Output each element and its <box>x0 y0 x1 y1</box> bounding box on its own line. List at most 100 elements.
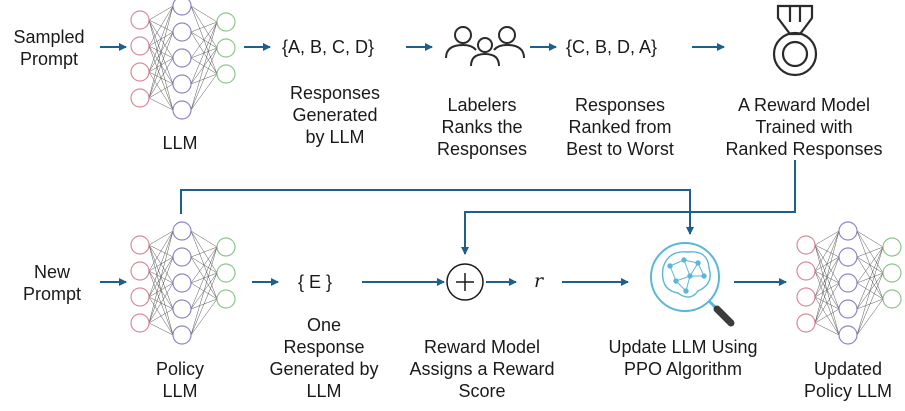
network-node <box>216 289 236 309</box>
network-edge <box>814 256 840 324</box>
network-node <box>216 12 236 32</box>
responses-generated-caption: Responses Generated by LLM <box>289 83 381 147</box>
network-edge <box>856 298 884 336</box>
network-edge <box>148 308 174 324</box>
network-node <box>172 48 192 68</box>
network-node <box>172 221 192 241</box>
network-edge <box>814 230 840 324</box>
network-node <box>838 273 858 293</box>
network-edge <box>148 282 174 324</box>
network-edge <box>148 83 174 99</box>
network-edge <box>190 21 218 85</box>
arrow-reward-model-to-sum <box>461 160 796 255</box>
network-edge <box>856 246 884 284</box>
reward-symbol: r <box>534 270 544 292</box>
network-node <box>838 247 858 267</box>
network-edge <box>190 246 218 310</box>
network-node <box>172 273 192 293</box>
network-edge <box>148 5 174 47</box>
network-node <box>172 247 192 267</box>
llm-network-icon <box>130 0 236 120</box>
network-node <box>130 287 150 307</box>
network-edge <box>148 230 174 246</box>
network-node <box>796 287 816 307</box>
network-edge <box>814 308 840 324</box>
network-node <box>130 10 150 30</box>
policy-llm-label: Policy LLM <box>155 359 204 401</box>
network-edge <box>190 246 218 284</box>
responses-set: {A, B, C, D} <box>282 37 375 57</box>
sampled-prompt-label: Sampled Prompt <box>13 27 85 69</box>
network-edge <box>190 21 218 59</box>
network-edge <box>148 256 174 324</box>
network-edge <box>814 230 840 272</box>
ppo-caption: Update LLM Using PPO Algorithm <box>608 337 758 379</box>
network-edge <box>148 5 174 21</box>
network-edge <box>148 230 174 272</box>
network-edge <box>148 31 174 99</box>
network-edge <box>190 246 218 336</box>
network-node <box>172 22 192 42</box>
network-edge <box>190 298 218 336</box>
network-edge <box>190 21 218 33</box>
network-node <box>838 299 858 319</box>
network-edge <box>190 21 218 111</box>
network-edge <box>856 272 884 336</box>
network-edge <box>856 230 884 248</box>
network-node <box>216 263 236 283</box>
medal-icon <box>772 4 818 77</box>
network-node <box>882 237 902 257</box>
ranked-set: {C, B, D, A} <box>566 37 658 57</box>
network-edge <box>856 246 884 310</box>
reward-model-caption: A Reward Model Trained with Ranked Respo… <box>725 95 883 159</box>
network-edge <box>190 47 218 111</box>
network-node <box>130 235 150 255</box>
network-edge <box>814 230 840 298</box>
updated-policy-llm-network-icon <box>796 221 902 345</box>
network-node <box>216 64 236 84</box>
one-response-caption: One Response Generated by LLM <box>269 315 379 401</box>
network-edge <box>148 5 174 73</box>
network-node <box>796 235 816 255</box>
network-edge <box>148 230 174 298</box>
network-node <box>130 261 150 281</box>
network-edge <box>148 57 174 99</box>
network-edge <box>148 322 174 336</box>
network-edge <box>190 5 218 23</box>
response-set: { E } <box>298 272 333 292</box>
network-node <box>796 261 816 281</box>
network-edge <box>148 230 174 324</box>
llm-label: LLM <box>162 133 198 153</box>
network-node <box>130 62 150 82</box>
updated-policy-caption: Updated Policy LLM <box>803 359 893 401</box>
network-node <box>216 38 236 58</box>
network-node <box>130 36 150 56</box>
network-edge <box>856 246 884 258</box>
network-node <box>838 325 858 345</box>
network-edge <box>814 322 840 336</box>
network-edge <box>814 230 840 246</box>
network-node <box>882 289 902 309</box>
magnifier-brain-network-icon <box>650 242 735 327</box>
network-edge <box>190 230 218 248</box>
network-node <box>172 100 192 120</box>
reward-score-caption: Reward Model Assigns a Reward Score <box>409 337 555 401</box>
network-node <box>172 299 192 319</box>
ranked-caption: Responses Ranked from Best to Worst <box>566 95 674 159</box>
network-node <box>172 325 192 345</box>
network-node <box>172 74 192 94</box>
network-node <box>796 313 816 333</box>
network-node <box>130 313 150 333</box>
new-prompt-label: New Prompt <box>22 262 82 304</box>
network-edge <box>190 272 218 336</box>
row2-arrows <box>100 160 796 286</box>
network-edge <box>190 246 218 258</box>
network-edge <box>814 282 840 324</box>
network-node <box>130 88 150 108</box>
network-node <box>882 263 902 283</box>
network-edge <box>856 246 884 336</box>
network-edge <box>148 97 174 111</box>
labelers-caption: Labelers Ranks the Responses <box>436 95 528 159</box>
people-group-icon <box>445 26 525 67</box>
